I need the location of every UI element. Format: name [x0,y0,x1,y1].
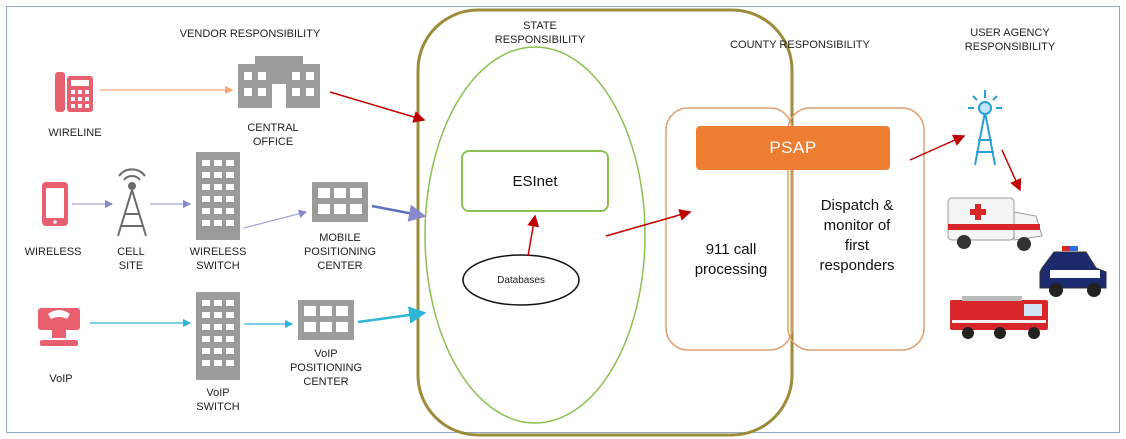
diagram-frame [6,6,1120,433]
wireline-label: WIRELINE [48,127,102,139]
databases-ellipse [462,254,580,306]
county-call-processing-box [665,107,793,351]
voip-device-icon [38,308,80,346]
cell-site-tower-icon [117,168,147,237]
voip-switch-building-icon [196,292,240,380]
dispatch-label: Dispatch & monitor of first responders [819,197,895,274]
county-dispatch-box [787,107,925,351]
mobile-positioning-center-label: MOBILE POSITIONING CENTER [303,232,377,272]
databases-label: Databases [497,275,545,286]
central-office-label: CENTRAL OFFICE [247,122,299,148]
voip-positioning-center-building-icon [298,300,354,340]
wireless-switch-building-icon [196,152,240,240]
psap-box: PSAP [696,126,890,170]
state-responsibility-header: STATE RESPONSIBILITY [494,20,586,46]
fire-truck-icon [950,296,1048,339]
call-processing-label: 911 call processing [694,241,768,278]
voip-positioning-center-label: VoIP POSITIONING CENTER [289,348,363,388]
state-to-county-arrow [605,209,692,237]
voip-switch-label: VoIP SWITCH [196,387,240,413]
psap-to-radio-tower-arrow [909,134,966,161]
voip-label: VoIP [49,373,73,385]
central-office-to-state-arrow [329,91,426,123]
radio-tower-icon [968,90,1002,166]
databases-to-esinet-arrow [527,214,540,257]
vpc-to-state-arrow [357,306,427,324]
wireless-phone-icon [42,182,68,226]
central-office-building-icon [238,56,320,108]
county-responsibility-header: COUNTY RESPONSIBILITY [730,39,870,51]
police-car-icon [1039,246,1107,297]
mobile-positioning-center-building-icon [312,182,368,222]
vendor-responsibility-header: VENDOR RESPONSIBILITY [179,28,321,40]
state-network-ellipse [424,46,646,424]
mpc-to-state-arrow [371,204,427,222]
wireless-switch-to-mpc-line [243,209,308,229]
radio-tower-to-vehicles-arrow [1001,149,1022,192]
wireline-phone-icon [55,72,93,112]
wireless-label: WIRELESS [24,246,82,258]
esinet-box: ESInet [461,150,609,212]
wireless-switch-label: WIRELESS SWITCH [189,246,247,272]
user-agency-responsibility-header: USER AGENCY RESPONSIBILITY [964,27,1056,53]
ambulance-icon [947,197,1043,251]
state-region-outline [416,8,794,437]
cell-site-label: CELL SITE [117,246,145,272]
